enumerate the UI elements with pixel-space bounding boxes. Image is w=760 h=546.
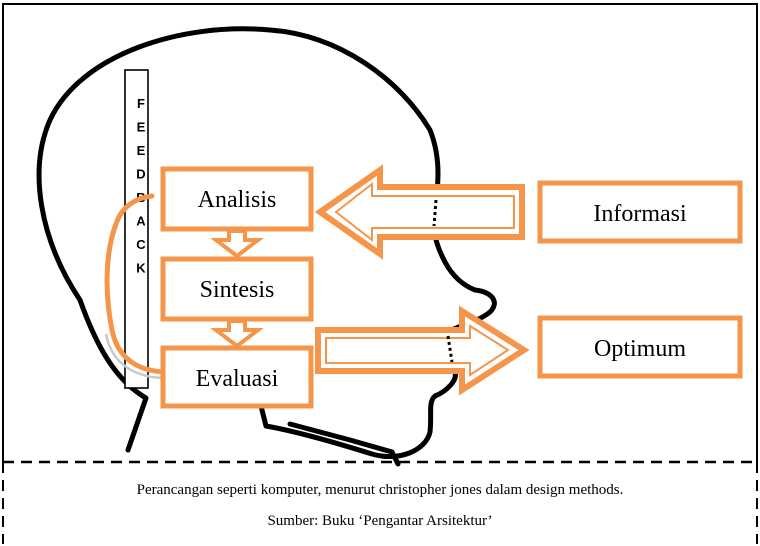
feedback-curve-arrow [104,193,171,375]
caption-line-1: Perancangan seperti komputer, menurut ch… [136,482,624,498]
head-overlap-dash-bottom [446,335,454,363]
box-informasi [537,180,743,244]
caption-line-2: Sumber: Buku ‘Pengantar Arsitektur’ [267,513,493,529]
outer-frame [2,3,758,462]
feedback-letter: E [137,120,146,135]
feedback-letter: F [137,96,145,111]
arrow-analisis-to-sintesis [210,229,264,259]
arrow-sintesis-to-evaluasi [210,319,264,349]
feedback-letter: K [136,261,146,276]
box-optimum-label: Optimum [594,336,686,362]
arrow-optimum-inner [325,324,510,377]
feedback-letter: D [136,167,145,182]
arrow-informasi-inner [334,181,515,243]
box-sintesis-label: Sintesis [200,277,275,303]
feedback-letter: A [136,214,146,229]
feedback-letter: C [136,237,146,252]
feedback-curve-inner [104,333,167,380]
arrow-evaluasi-to-optimum [315,305,530,396]
box-evaluasi-label: Evaluasi [196,366,279,392]
arrow-informasi-to-analisis [314,164,525,260]
box-analisis [160,166,314,232]
box-informasi-label: Informasi [593,201,687,227]
box-sintesis [160,256,314,322]
caption-frame [2,462,758,544]
box-optimum [537,315,743,379]
feedback-letter: E [137,143,146,158]
head-silhouette [36,26,497,460]
head-overlap-dash-top [432,199,438,227]
feedback-bar [124,69,149,389]
neck-front-line [287,421,401,467]
box-analisis-label: Analisis [198,187,277,213]
